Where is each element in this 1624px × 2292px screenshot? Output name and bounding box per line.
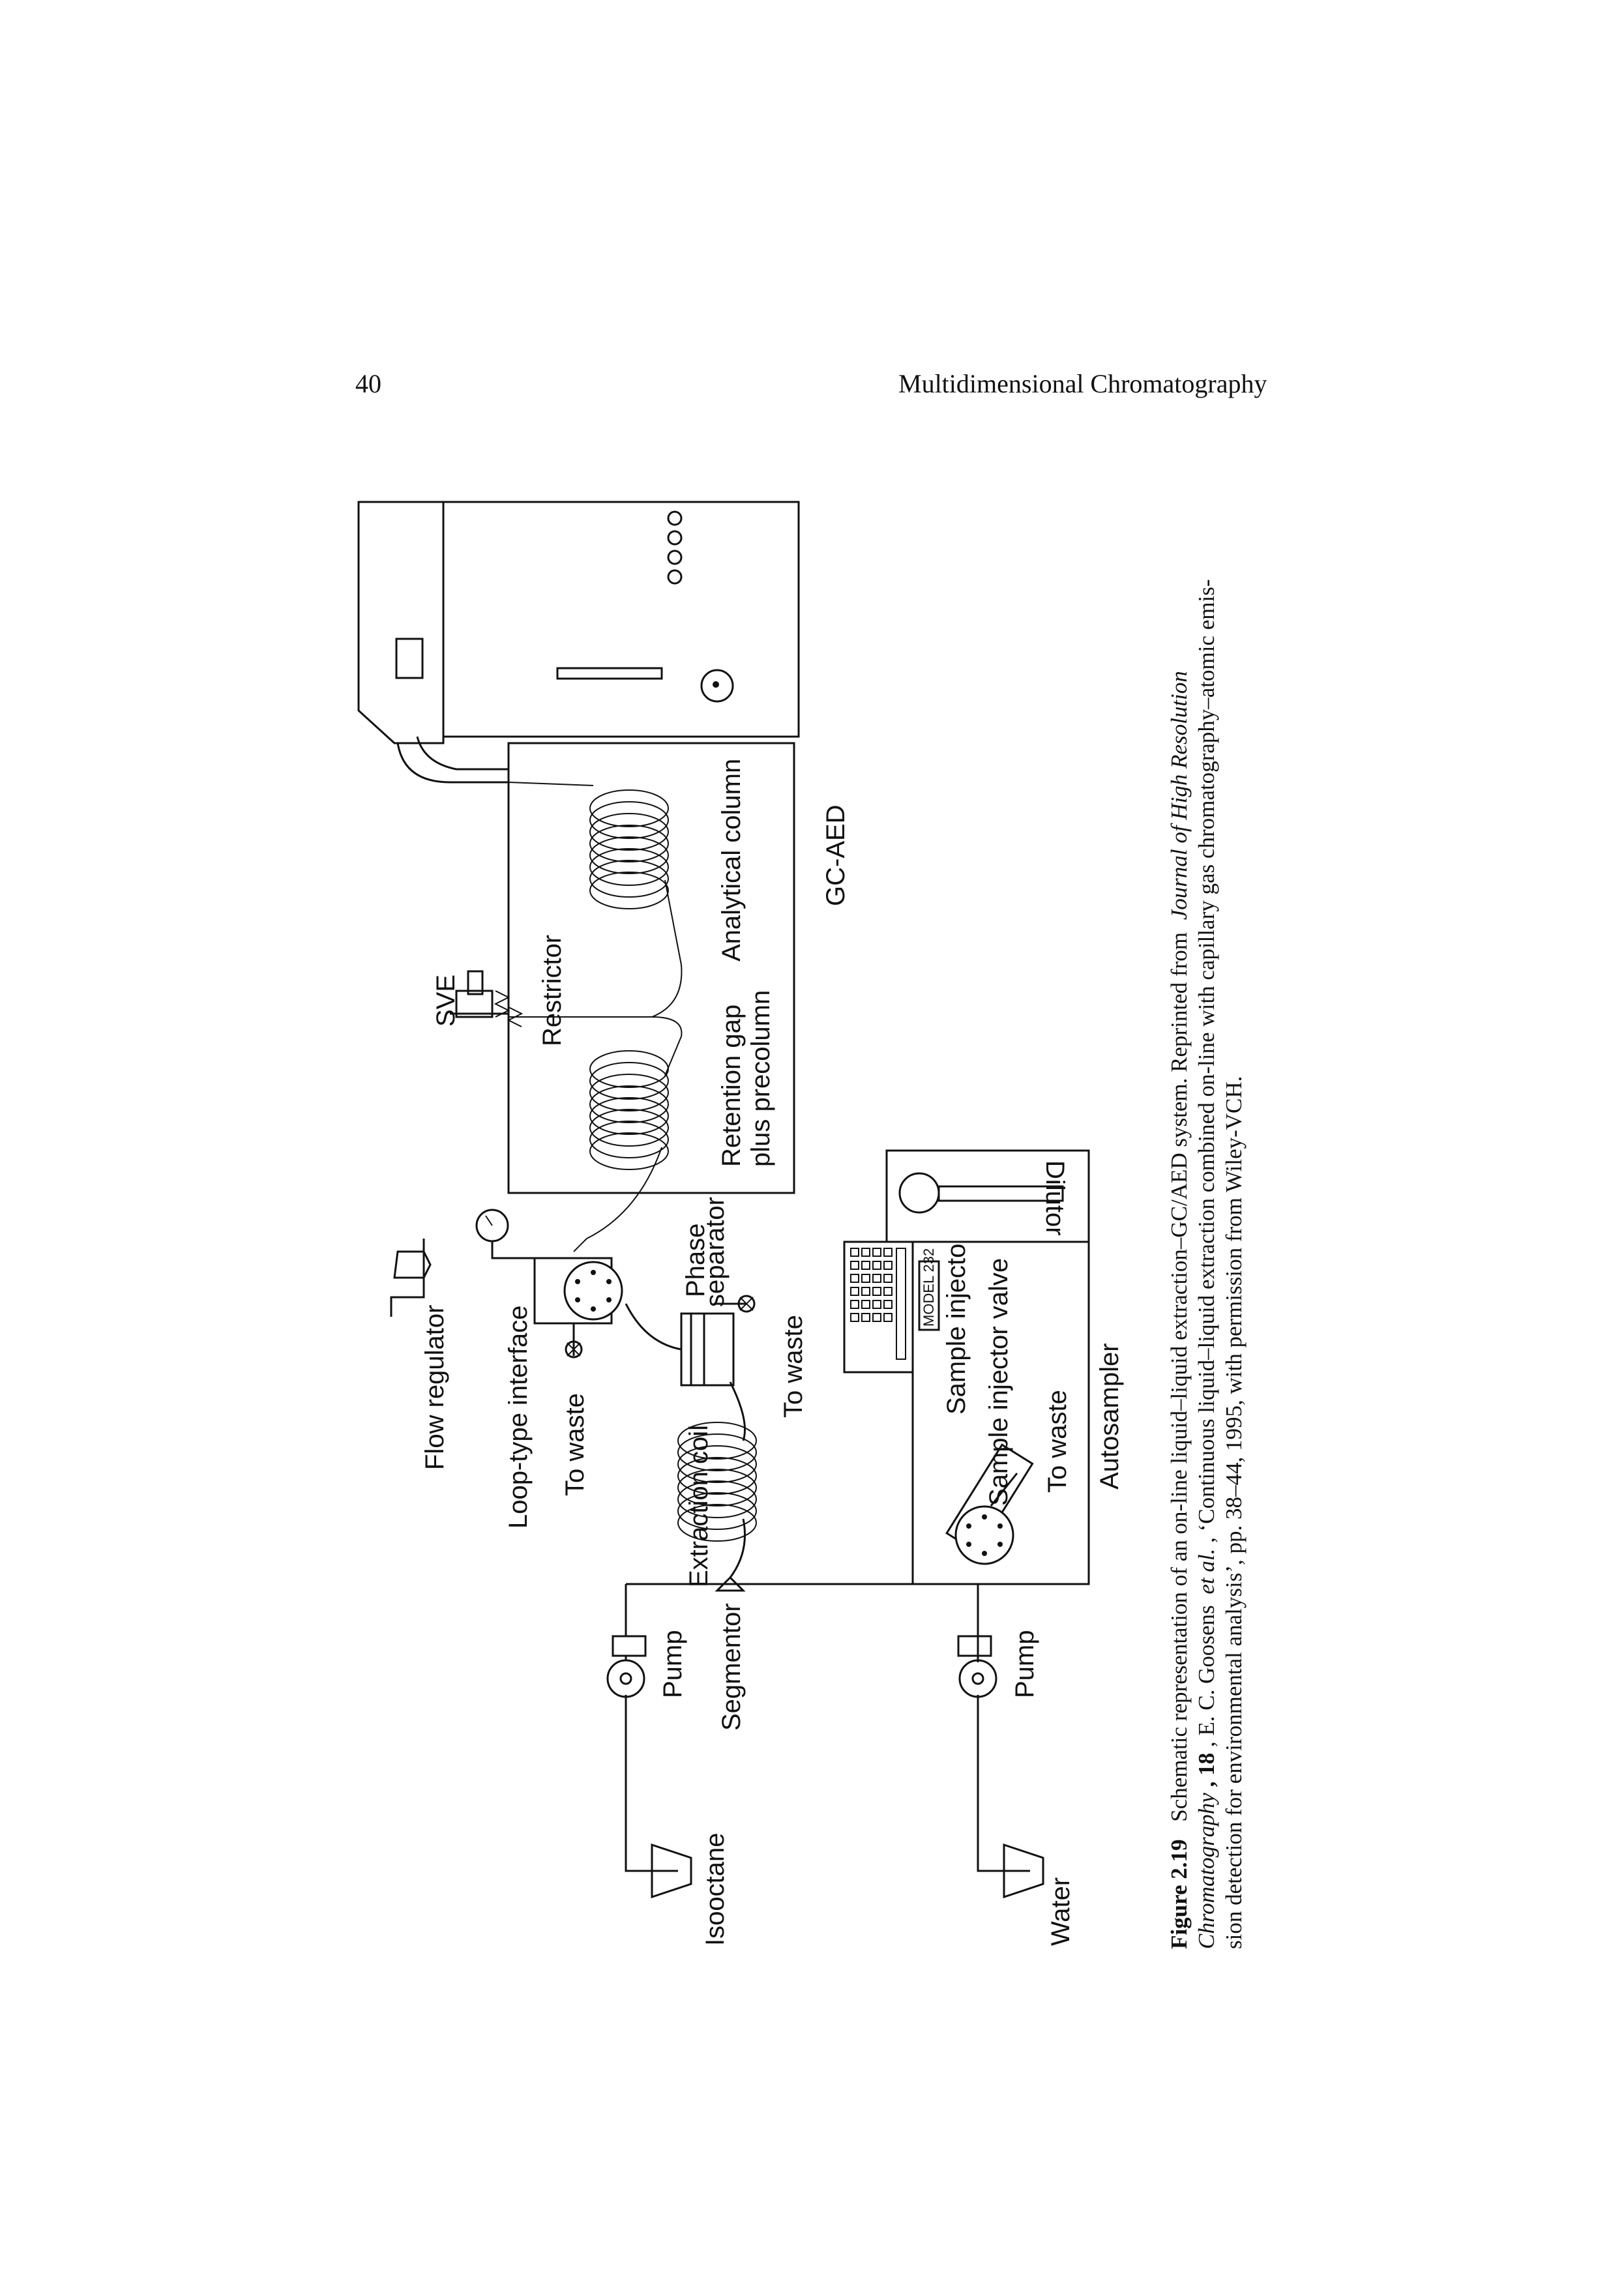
water-line: Pump Water [900, 1583, 1075, 1946]
extraction-coil-label: Extraction coil [685, 1425, 713, 1587]
gc-aed-instrument [357, 501, 800, 784]
isooctane-label: Isooctane [701, 1833, 730, 1946]
sample-injector-valve-label: Sample injector valve [984, 1258, 1013, 1506]
sve-restrictor: SVE Restrictor [432, 935, 567, 1046]
to-waste-3-label: To waste [1043, 1390, 1072, 1493]
gc-aed-oven [507, 742, 795, 1252]
phase-separator-label-1: Phase [681, 1224, 710, 1297]
running-title: Multidimensional Chromatography [898, 369, 1267, 398]
gc-aed-label: GC-AED [821, 804, 850, 906]
page-number: 40 [355, 369, 381, 398]
restrictor-label: Restrictor [538, 935, 567, 1046]
loop-type-interface-label: Loop-type interface [504, 1306, 533, 1529]
to-waste-2-label: To waste [779, 1315, 808, 1418]
flow-regulator-label: Flow regulator [421, 1305, 449, 1470]
keypad-grid [850, 1248, 906, 1360]
retention-gap-label-1: Retention gap [717, 1005, 746, 1167]
dilutor-label: Dilutor [1041, 1160, 1069, 1236]
segmentor-label: Segmentor [717, 1603, 746, 1731]
analytical-column-label: Analytical column [717, 759, 746, 962]
pump-2-label: Pump [1011, 1630, 1039, 1699]
flow-regulator: Flow regulator [390, 1209, 574, 1470]
water-label: Water [1046, 1877, 1075, 1946]
model-label: MODEL 232 [921, 1248, 937, 1327]
extraction-coil: Extraction coil [677, 1381, 757, 1587]
to-waste-1-label: To waste [561, 1393, 589, 1496]
sve-label: SVE [432, 975, 460, 1027]
autosampler-label: Autosampler [1095, 1343, 1124, 1490]
phase-separator: Phase separator To waste [625, 1197, 808, 1418]
dilutor: Dilutor [885, 1149, 1090, 1243]
sample-injector-label: Sample injector [942, 1235, 971, 1415]
pump-1-label: Pump [658, 1630, 687, 1699]
loop-type-interface: Loop-type interface To waste [504, 1257, 623, 1529]
autosampler: Sample injector valve To waste Sample in… [843, 1235, 1124, 1585]
isooctane-line: Pump Isooctane [606, 1584, 730, 1946]
phase-separator-label-2: separator [701, 1197, 730, 1307]
retention-gap-label-2: plus precolumn [746, 990, 775, 1167]
segmentor: Segmentor [626, 1576, 900, 1731]
